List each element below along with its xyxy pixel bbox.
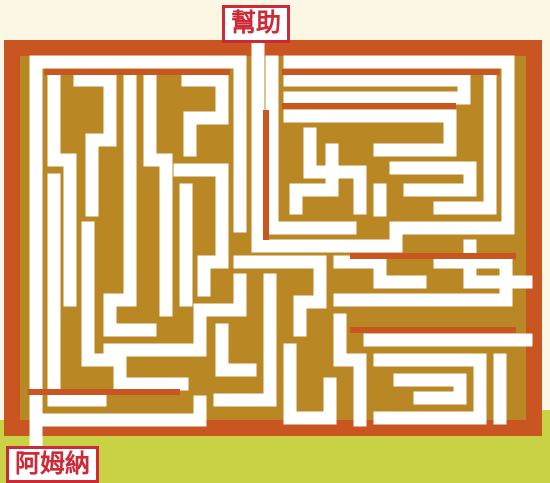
corridor-entrance (251, 33, 515, 253)
corridor (29, 55, 247, 233)
corridor (283, 73, 471, 105)
corridor (47, 73, 77, 307)
corridor (143, 73, 173, 317)
corridor (433, 73, 497, 215)
corridor (47, 173, 107, 407)
corridor (81, 221, 189, 391)
corridor (389, 161, 477, 197)
corridor (103, 73, 157, 337)
corridor (289, 143, 339, 215)
corridor (333, 313, 367, 427)
entrance-label: 幫助 (222, 5, 291, 43)
corridor (213, 273, 277, 407)
exit-label: 阿姆納 (6, 446, 100, 483)
corridor (233, 255, 327, 337)
corridor (103, 273, 247, 357)
corridor (393, 373, 467, 405)
maze-dark-walls (28, 69, 516, 395)
corridor (283, 343, 337, 425)
corridor (29, 55, 207, 427)
corridor (73, 73, 117, 217)
corridor (215, 323, 257, 377)
corridor (373, 353, 487, 425)
corridor (265, 55, 357, 235)
corridor (333, 255, 427, 289)
corridor (283, 55, 515, 235)
corridor (283, 109, 457, 157)
corridor (173, 163, 229, 297)
corridor (181, 73, 229, 157)
maze-corridors (29, 33, 533, 453)
